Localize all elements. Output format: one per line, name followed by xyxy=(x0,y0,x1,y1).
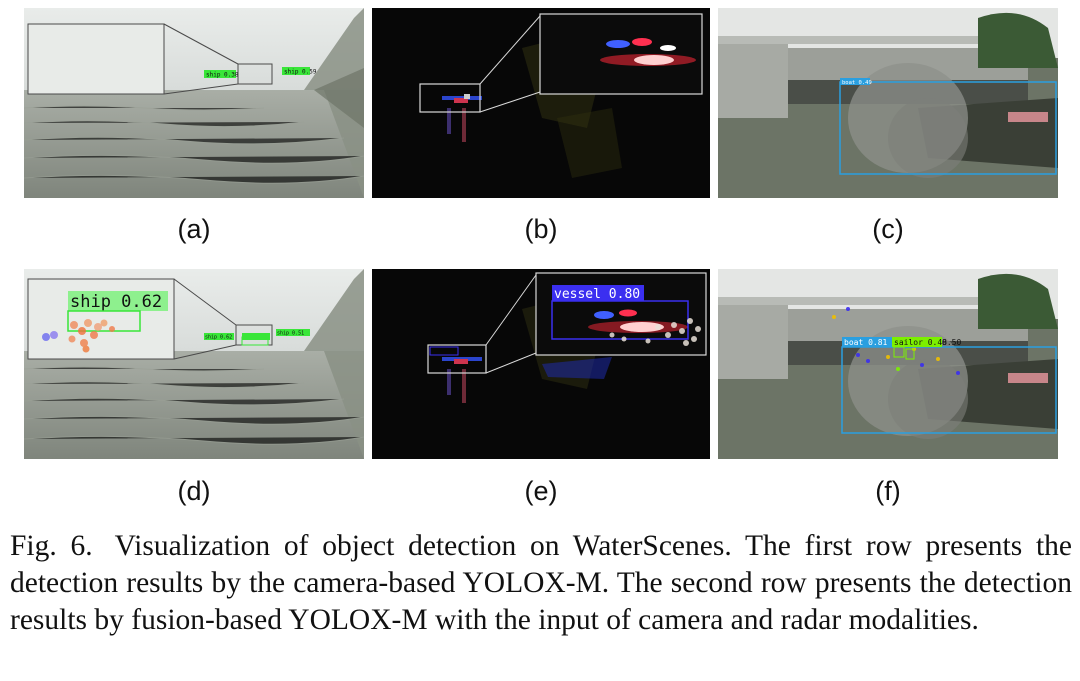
figure-caption-text: Visualization of object detection on Wat… xyxy=(10,530,1072,636)
panel-e-image: vessel 0.80 xyxy=(372,269,710,459)
det-box-d1 xyxy=(67,310,141,332)
figure-caption: Fig. 6.Visualization of object detection… xyxy=(10,528,1072,639)
panel-d-scene: ship 0.62 ship 0.62 ship 0.51 xyxy=(24,269,364,459)
det-box-f1 xyxy=(841,346,1057,434)
det-label-bg-f1 xyxy=(842,337,892,347)
det-label-c1: boat 0.49 xyxy=(842,80,872,86)
det-label-bg-a1 xyxy=(204,70,236,78)
panel-e-scene: vessel 0.80 xyxy=(372,269,710,459)
det-label-d3: ship 0.51 xyxy=(277,331,304,337)
panel-c-scene: boat 0.49 xyxy=(718,8,1058,198)
det-label-bg-e1 xyxy=(552,285,644,301)
det-label-bg-d1 xyxy=(68,291,168,311)
panel-a-image: ship 0.38 ship 0.59 xyxy=(24,8,364,198)
det-label-d2: ship 0.62 xyxy=(205,335,232,341)
det-label-bg-f2 xyxy=(892,337,942,347)
panel-f-scene: boat 0.81 sailor 0.48 0.50 xyxy=(718,269,1058,459)
det-label-f3: 0.50 xyxy=(942,338,961,347)
det-label-f1: boat 0.81 xyxy=(844,338,888,347)
det-box-f2 xyxy=(893,346,905,358)
panel-a-scene: ship 0.38 ship 0.59 xyxy=(24,8,364,198)
radar-points-f xyxy=(832,307,960,375)
radar-points-d xyxy=(42,319,115,353)
det-label-f2: sailor 0.48 xyxy=(894,338,947,347)
panel-d-image: ship 0.62 ship 0.62 ship 0.51 xyxy=(24,269,364,459)
figure-caption-prefix: Fig. 6. xyxy=(10,530,93,562)
det-label-a2: ship 0.59 xyxy=(284,69,317,76)
det-label-e1: vessel 0.80 xyxy=(554,287,640,302)
panel-d-label: (d) xyxy=(177,476,211,506)
panel-c-label: (c) xyxy=(872,214,904,244)
panel-a-label: (a) xyxy=(177,214,211,244)
panel-e-label: (e) xyxy=(524,476,558,506)
det-label-bg-a2 xyxy=(282,67,310,75)
radar-points-e xyxy=(609,318,701,346)
det-box-c1 xyxy=(839,81,1057,175)
det-label-a1: ship 0.38 xyxy=(206,72,239,79)
panel-f-label: (f) xyxy=(875,476,901,506)
panel-f-image: boat 0.81 sailor 0.48 0.50 xyxy=(718,269,1058,459)
panel-b-label: (b) xyxy=(524,214,558,244)
panel-b-scene xyxy=(372,8,710,198)
det-label-d1: ship 0.62 xyxy=(70,292,162,312)
panel-b-image xyxy=(372,8,710,198)
panel-c-image: boat 0.49 xyxy=(718,8,1058,198)
det-box-f3 xyxy=(905,348,915,360)
